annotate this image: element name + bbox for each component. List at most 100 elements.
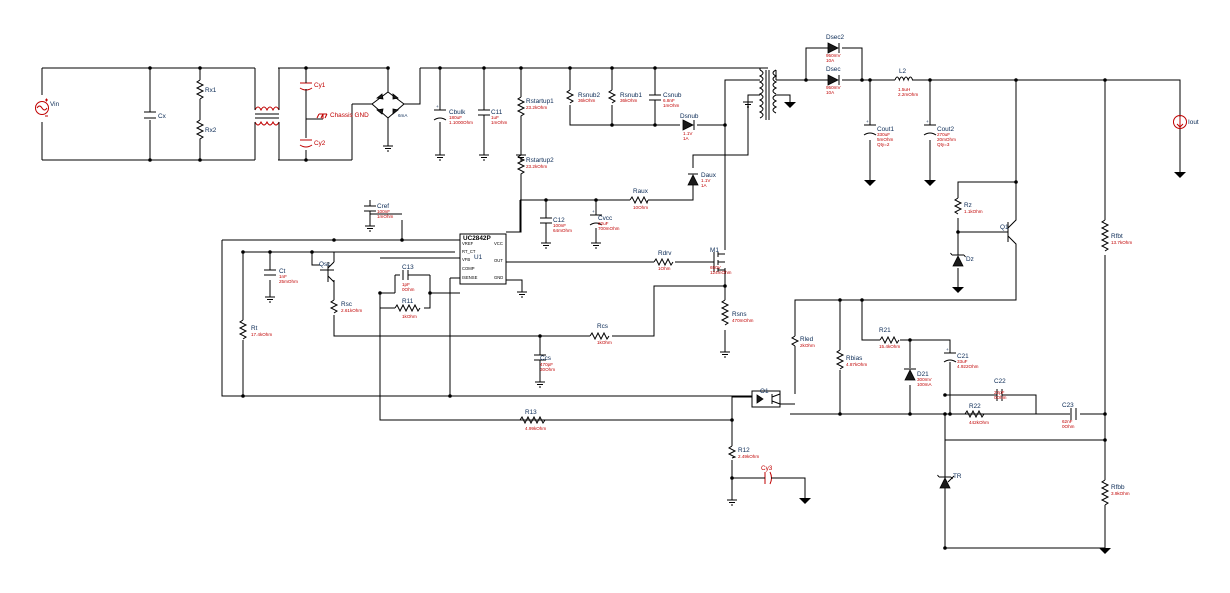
ic-uc2842p[interactable]: UC2842P U1 VREF RT_CT VFB COMP ISENSE VC…	[459, 233, 507, 285]
vin-label: Vin	[50, 101, 60, 108]
svg-text:Rx2: Rx2	[205, 127, 217, 134]
resistor-rsns[interactable]: Rsns 470mOhm	[720, 299, 754, 326]
resistor-rbias[interactable]: Rbias 4.87kOhm	[835, 349, 867, 370]
resistor-raux[interactable]: Raux 10Ohm	[629, 188, 649, 210]
capacitor-cy3[interactable]: Cy3	[760, 465, 776, 485]
diode-dsec[interactable]: Dsec 950mV 10A	[826, 66, 841, 95]
svg-text:C21: C21	[957, 353, 969, 360]
svg-text:+: +	[592, 209, 595, 214]
svg-text:13.7kOhm: 13.7kOhm	[1111, 240, 1132, 245]
bridge-rectifier[interactable]: 6mA	[371, 91, 408, 119]
svg-text:1kOhm: 1kOhm	[597, 340, 612, 345]
capacitor-c12[interactable]: C12 100nF 64mOhm	[540, 217, 572, 233]
svg-text:TR: TR	[953, 473, 962, 480]
zener-d21[interactable]: D21 300mV 100mA	[904, 368, 932, 387]
ic-part: UC2842P	[463, 235, 491, 242]
diode-daux[interactable]: Daux 1.1V 1A	[687, 172, 717, 188]
zener-dz[interactable]: Dz	[950, 252, 974, 267]
optocoupler-o1[interactable]: O1	[751, 388, 781, 408]
shunt-regulator-tr[interactable]: TR	[937, 473, 962, 489]
resistor-rx1[interactable]: Rx1	[195, 79, 217, 100]
svg-text:1pF: 1pF	[402, 282, 410, 287]
capacitor-cy2[interactable]: Cy2	[299, 139, 326, 148]
capacitor-cvcc[interactable]: + Cvcc 22uF 700mOhm	[589, 209, 620, 231]
svg-text:C12: C12	[553, 217, 565, 224]
svg-text:R22: R22	[969, 403, 981, 410]
svg-text:Rfbb: Rfbb	[1111, 484, 1125, 491]
capacitor-c11[interactable]: C11 1uF 1mOhm	[478, 109, 508, 125]
svg-text:VREF: VREF	[462, 241, 474, 246]
resistor-rz[interactable]: Rz 1.1kOhm	[953, 197, 983, 215]
resistor-rfbt[interactable]: Rfbt 13.7kOhm	[1100, 219, 1132, 252]
capacitor-cout2[interactable]: + Cout2 270uF 20mOhm Qty=3	[923, 119, 956, 147]
flyback-transformer[interactable]	[758, 68, 778, 120]
capacitor-cbulk[interactable]: + Cbulk 180uF 1.1000Ohm	[433, 104, 473, 125]
svg-text:Cy2: Cy2	[314, 140, 326, 147]
capacitor-ct[interactable]: Ct 1nF 25mOhm	[264, 268, 298, 284]
common-mode-choke[interactable]	[254, 68, 280, 160]
chassis-gnd: Chassis GND	[316, 112, 369, 119]
svg-text:Dsec: Dsec	[826, 66, 841, 73]
resistor-rsnub2[interactable]: Rsnub2 36kOhm	[565, 89, 600, 104]
diode-dsnub[interactable]: Dsnub 1.1V 1A	[680, 113, 699, 141]
capacitor-cx[interactable]: Cx	[144, 111, 167, 120]
wires	[41, 47, 1181, 549]
svg-text:Cbulk: Cbulk	[449, 109, 466, 116]
capacitor-c21[interactable]: + C21 33uF 4.922Ohm	[943, 347, 979, 370]
transistor-q1[interactable]: Q1	[1000, 210, 1017, 245]
resistor-rt[interactable]: Rt 17.4kOhm	[238, 319, 272, 340]
svg-text:1.1V: 1.1V	[701, 178, 711, 183]
svg-text:R13: R13	[525, 409, 537, 416]
svg-text:1.1V: 1.1V	[683, 131, 693, 136]
svg-text:36kOhm: 36kOhm	[578, 98, 596, 103]
svg-text:950mV: 950mV	[826, 53, 841, 58]
svg-text:4.87kOhm: 4.87kOhm	[846, 362, 867, 367]
resistor-rsnub1[interactable]: Rsnub1 36kOhm	[607, 89, 642, 104]
svg-text:M1: M1	[710, 247, 719, 254]
resistor-rstartup2[interactable]: Rstartup2 23.2kOhm	[516, 154, 554, 176]
capacitor-ccs[interactable]: Ccs 470pF 30Ohm	[534, 354, 555, 372]
resistor-rdrv[interactable]: Rdrv 1Ohm	[653, 250, 674, 271]
resistor-r22[interactable]: R22 442kOhm	[964, 403, 989, 425]
svg-text:Rsnub1: Rsnub1	[620, 92, 642, 99]
capacitor-c13[interactable]: C13 1pF 0Ohm	[402, 264, 415, 292]
source-iout[interactable]: Iout	[1173, 115, 1199, 129]
svg-text:22pF: 22pF	[994, 390, 1005, 395]
resistor-rsc[interactable]: Rsc 2.61kOhm	[329, 299, 362, 314]
chassis-gnd-label: Chassis GND	[330, 112, 369, 119]
svg-text:OUT: OUT	[494, 258, 503, 263]
resistor-rx2[interactable]: Rx2	[195, 119, 217, 145]
svg-text:2.61kOhm: 2.61kOhm	[341, 308, 362, 313]
capacitor-c23[interactable]: C23 62nF 0Ohm	[1062, 402, 1077, 429]
transistor-qsc[interactable]: Qsc	[319, 261, 335, 283]
resistor-r13[interactable]: R13 4.99kOhm	[519, 409, 546, 431]
diode-dsec2[interactable]: Dsec2 950mV 10A	[826, 34, 845, 63]
svg-text:1mOhm: 1mOhm	[377, 214, 394, 219]
capacitor-c22[interactable]: C22 22pF 0Ohm	[990, 378, 1010, 401]
resistor-rled[interactable]: Rled 2kOhm	[791, 335, 815, 348]
resistor-rstartup1[interactable]: Rstartup1 23.2kOhm	[516, 96, 554, 122]
svg-text:Q1: Q1	[1000, 224, 1009, 231]
resistor-rcs[interactable]: Rcs 1kOhm	[589, 323, 612, 345]
resistor-r11[interactable]: R11 1kOhm	[394, 298, 421, 319]
junctions	[148, 66, 1107, 550]
svg-text:Rsns: Rsns	[732, 311, 747, 318]
capacitor-csnub[interactable]: Csnub 6.8nF 1mOhm	[649, 92, 682, 108]
resistor-r12[interactable]: R12 2.49kOhm	[727, 445, 759, 459]
svg-text:1A: 1A	[683, 136, 690, 141]
mosfet-m1[interactable]: M1 650V 124mOhm	[710, 247, 732, 275]
source-vin[interactable]: Vin	[35, 98, 60, 117]
resistor-r21[interactable]: R21 15.4kOhm	[879, 327, 900, 349]
svg-text:R11: R11	[402, 298, 414, 305]
capacitor-cout1[interactable]: + Cout1 330uF 5mOhm Qty=2	[863, 119, 894, 147]
resistor-rfbb[interactable]: Rfbb 3.9kOhm	[1100, 479, 1130, 506]
svg-text:ISENSE: ISENSE	[462, 275, 478, 280]
svg-text:100nF: 100nF	[553, 223, 566, 228]
svg-text:Rstartup2: Rstartup2	[526, 157, 554, 164]
capacitor-cy1[interactable]: Cy1	[299, 80, 326, 100]
capacitor-cref[interactable]: Cref 100nF 1mOhm	[364, 200, 394, 219]
svg-text:64mOhm: 64mOhm	[553, 228, 572, 233]
svg-text:Daux: Daux	[701, 172, 717, 179]
inductor-l2[interactable]: L2 1.5uH 2.2mOhm	[894, 68, 918, 97]
